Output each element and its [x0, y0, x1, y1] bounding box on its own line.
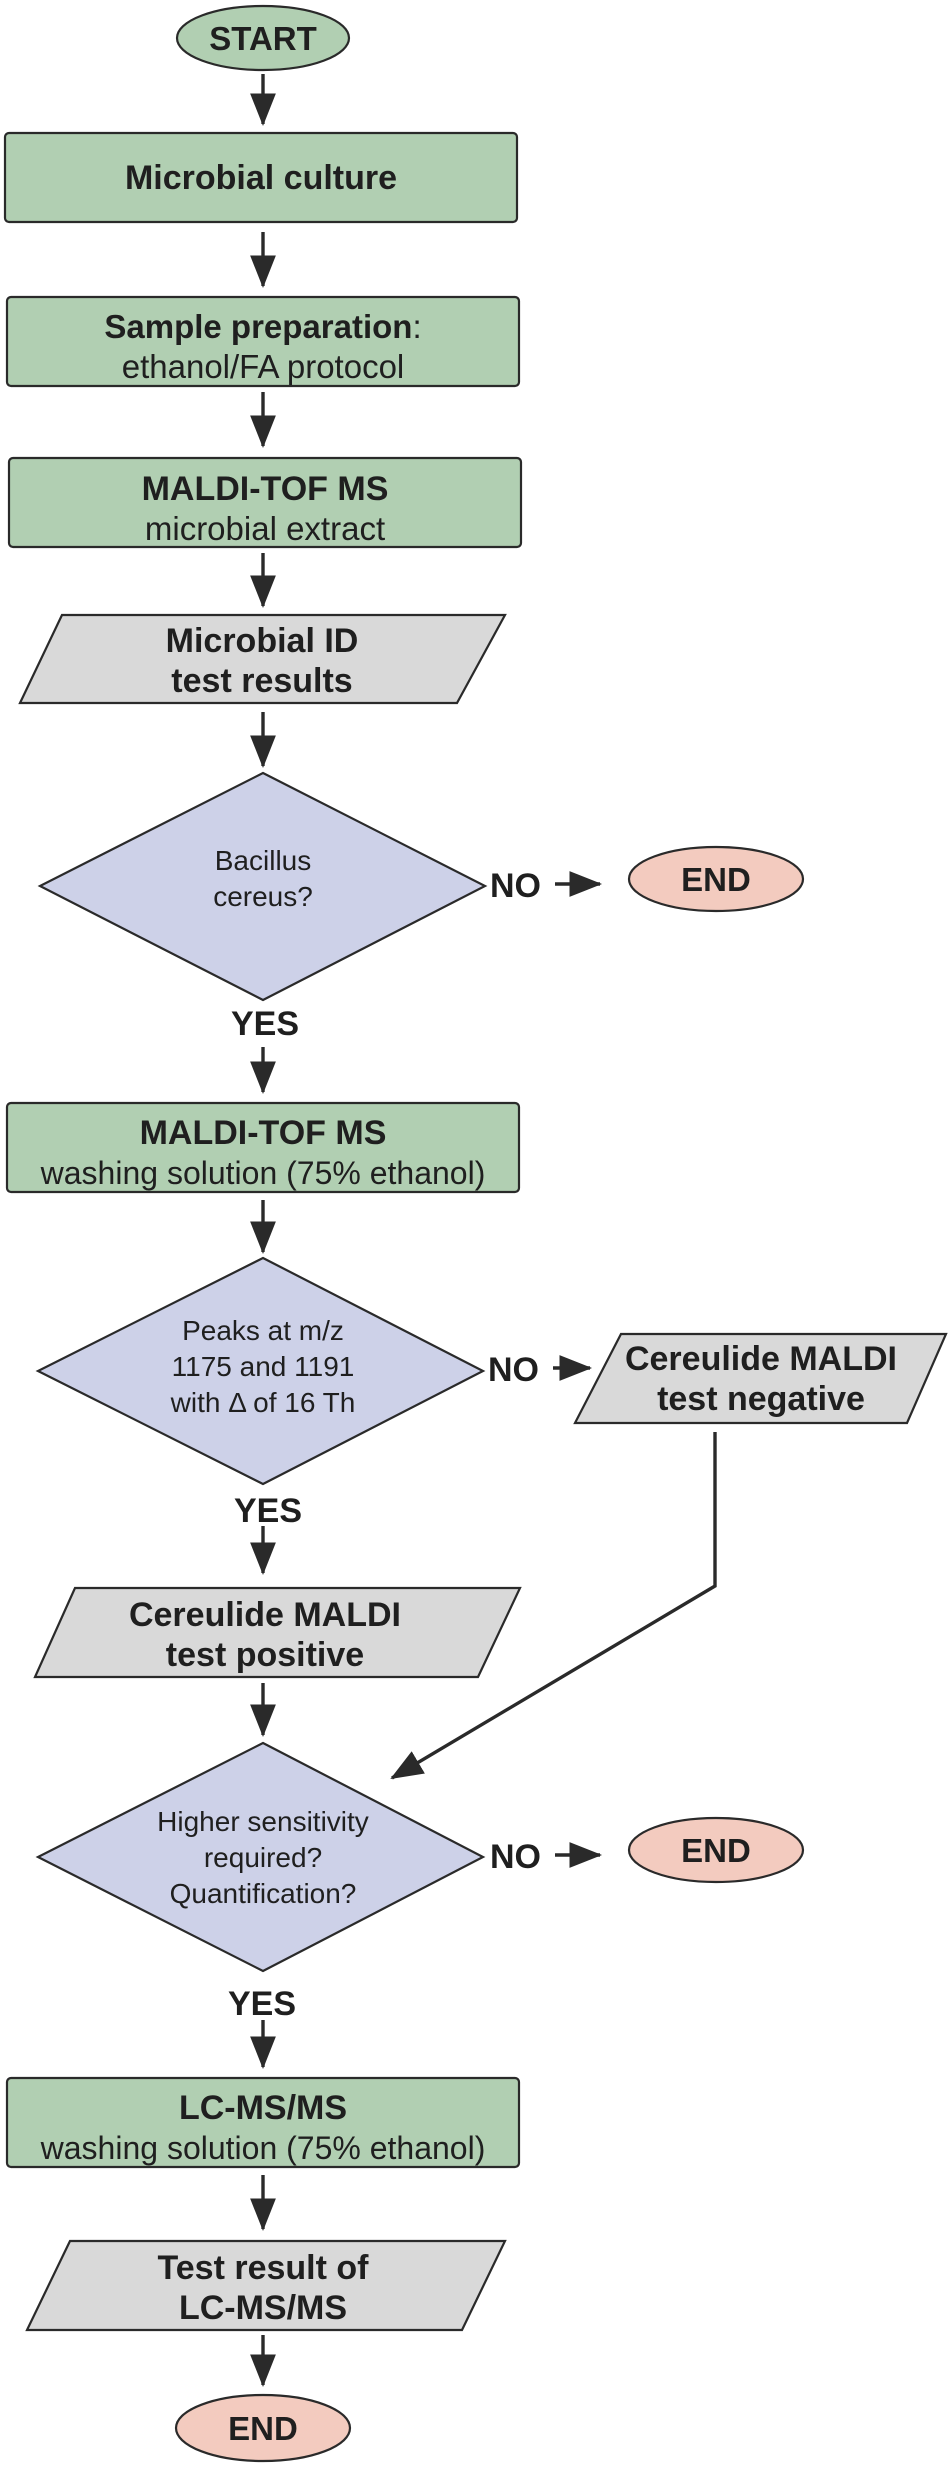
maldi-extract-box: MALDI-TOF MS microbial extract: [7, 456, 523, 549]
peaks-yes-label: YES: [234, 1492, 302, 1530]
microbial-id-line1: Microbial ID: [166, 622, 359, 660]
lcms-wash-line1: LC-MS/MS: [179, 2089, 347, 2127]
arrow-negative-to-sensitivity: [390, 1432, 717, 1780]
peaks-line3: with Δ of 16 Th: [170, 1387, 356, 1418]
microbial-culture-label: Microbial culture: [125, 159, 397, 197]
cereulide-positive-parallelogram: Cereulide MALDI test positive: [33, 1586, 522, 1679]
lcms-wash-box: LC-MS/MS washing solution (75% ethanol): [5, 2076, 521, 2169]
cereulide-negative-parallelogram: Cereulide MALDI test negative: [573, 1332, 948, 1425]
bacillus-cereus-decision: Bacillus cereus?: [37, 771, 488, 1002]
end-label-2: END: [681, 1832, 751, 1869]
end-node-3: END: [174, 2393, 352, 2463]
microbial-culture-box: Microbial culture: [3, 131, 519, 224]
maldi-wash-line2: washing solution (75% ethanol): [40, 1155, 486, 1191]
end-node-2: END: [627, 1816, 805, 1884]
end-node-1: END: [627, 845, 805, 913]
start-node: START: [175, 4, 351, 72]
sample-preparation-line1: Sample preparation:: [104, 308, 421, 345]
peaks-decision: Peaks at m/z 1175 and 1191 with Δ of 16 …: [35, 1256, 486, 1486]
sample-preparation-bold: Sample preparation: [104, 308, 412, 345]
cereulide-positive-line1: Cereulide MALDI: [129, 1596, 401, 1634]
sensitivity-line2: required?: [204, 1842, 322, 1873]
lcms-result-line1: Test result of: [158, 2249, 370, 2287]
sensitivity-line3: Quantification?: [170, 1878, 357, 1909]
lcms-result-parallelogram: Test result of LC-MS/MS: [25, 2239, 507, 2332]
maldi-wash-line1: MALDI-TOF MS: [140, 1114, 387, 1152]
maldi-extract-line2: microbial extract: [145, 510, 385, 547]
end-label-3: END: [228, 2410, 298, 2447]
bacillus-no-label: NO: [490, 867, 541, 905]
sample-preparation-colon: :: [412, 308, 421, 345]
maldi-extract-line1: MALDI-TOF MS: [142, 470, 389, 508]
lcms-result-line2: LC-MS/MS: [179, 2289, 347, 2327]
peaks-no-label: NO: [488, 1351, 539, 1389]
peaks-line1: Peaks at m/z: [182, 1315, 344, 1346]
microbial-id-results-parallelogram: Microbial ID test results: [18, 613, 507, 705]
maldi-wash-box: MALDI-TOF MS washing solution (75% ethan…: [5, 1101, 521, 1194]
sample-preparation-box: Sample preparation: ethanol/FA protocol: [5, 295, 521, 388]
sensitivity-yes-label: YES: [228, 1985, 296, 2023]
cereulide-positive-line2: test positive: [166, 1636, 364, 1674]
bacillus-yes-label: YES: [231, 1005, 299, 1043]
microbial-id-line2: test results: [171, 662, 352, 700]
sensitivity-line1: Higher sensitivity: [157, 1806, 369, 1837]
connectors: [250, 74, 717, 2388]
cereulide-negative-line1: Cereulide MALDI: [625, 1340, 897, 1378]
lcms-wash-line2: washing solution (75% ethanol): [40, 2130, 486, 2166]
sensitivity-no-label: NO: [490, 1838, 541, 1876]
end-label-1: END: [681, 861, 751, 898]
peaks-line2: 1175 and 1191: [172, 1351, 355, 1382]
cereulide-negative-line2: test negative: [657, 1380, 865, 1418]
start-label: START: [209, 20, 317, 57]
bacillus-line1: Bacillus: [215, 845, 311, 876]
bacillus-line2: cereus?: [213, 881, 313, 912]
sensitivity-decision: Higher sensitivity required? Quantificat…: [35, 1741, 486, 1973]
sample-preparation-line2: ethanol/FA protocol: [122, 348, 405, 385]
